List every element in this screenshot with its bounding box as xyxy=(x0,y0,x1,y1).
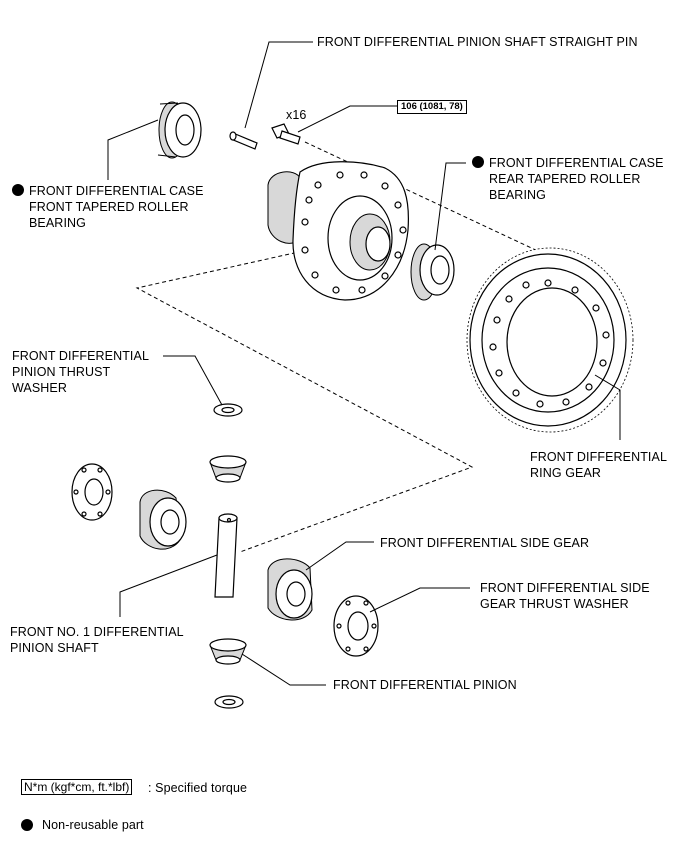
left-side-gear xyxy=(139,489,187,550)
lower-pinion xyxy=(209,638,247,665)
leader-ring-gear xyxy=(594,374,621,440)
bolt-axis-line xyxy=(304,141,541,253)
label-side-gear-washer: FRONT DIFFERENTIAL SIDE GEAR THRUST WASH… xyxy=(480,581,650,611)
right-side-gear xyxy=(267,558,313,621)
legend-torque-box: N*m (kgf*cm, ft.*lbf) xyxy=(21,779,133,795)
leader-front-bearing xyxy=(107,119,159,180)
label-front-bearing: FRONT DIFFERENTIAL CASE FRONT TAPERED RO… xyxy=(12,183,204,231)
front-tapered-roller-bearing xyxy=(157,101,202,159)
label-bolt-count: x16 xyxy=(286,108,307,122)
upper-pinion xyxy=(209,455,247,483)
leader-side-gear-washer xyxy=(369,587,470,613)
assembly-dashed-outline xyxy=(135,244,474,553)
leader-side-gear xyxy=(305,541,374,571)
leader-rear-bearing xyxy=(434,162,466,251)
leader-shaft-pin xyxy=(244,41,313,129)
lower-pinion-thrust-washer xyxy=(214,695,244,709)
label-pinion-shaft: FRONT NO. 1 DIFFERENTIAL PINION SHAFT xyxy=(10,625,184,655)
leader-thrust-washer xyxy=(163,355,223,406)
label-rear-bearing: FRONT DIFFERENTIAL CASE REAR TAPERED ROL… xyxy=(472,155,664,203)
label-pinion: FRONT DIFFERENTIAL PINION xyxy=(333,678,517,692)
rear-tapered-roller-bearing xyxy=(410,243,455,301)
pinion-shaft-straight-pin xyxy=(229,131,258,150)
differential-case xyxy=(267,161,409,301)
nonreusable-marker xyxy=(472,156,484,168)
left-side-gear-thrust-washer xyxy=(71,463,113,521)
label-thrust-washer: FRONT DIFFERENTIAL PINION THRUST WASHER xyxy=(12,349,149,395)
ring-gear xyxy=(466,247,634,433)
right-side-gear-thrust-washer xyxy=(333,595,379,657)
torque-spec-box: 106 (1081, 78) xyxy=(397,100,467,114)
label-side-gear: FRONT DIFFERENTIAL SIDE GEAR xyxy=(380,536,590,550)
pinion-thrust-washer xyxy=(213,403,243,417)
nonreusable-marker xyxy=(12,184,24,196)
leader-torque xyxy=(297,105,397,133)
pinion-shaft xyxy=(214,513,238,598)
label-shaft-pin: FRONT DIFFERENTIAL PINION SHAFT STRAIGHT… xyxy=(317,35,638,49)
leader-pinion xyxy=(241,653,326,686)
legend-nonreusable-dot xyxy=(21,819,33,831)
leader-pinion-shaft xyxy=(119,554,218,617)
legend-nonreusable-desc: Non-reusable part xyxy=(42,818,144,832)
label-ring-gear: FRONT DIFFERENTIAL RING GEAR xyxy=(530,450,667,480)
legend-torque-desc: : Specified torque xyxy=(148,781,248,795)
ring-gear-bolt xyxy=(271,123,301,145)
